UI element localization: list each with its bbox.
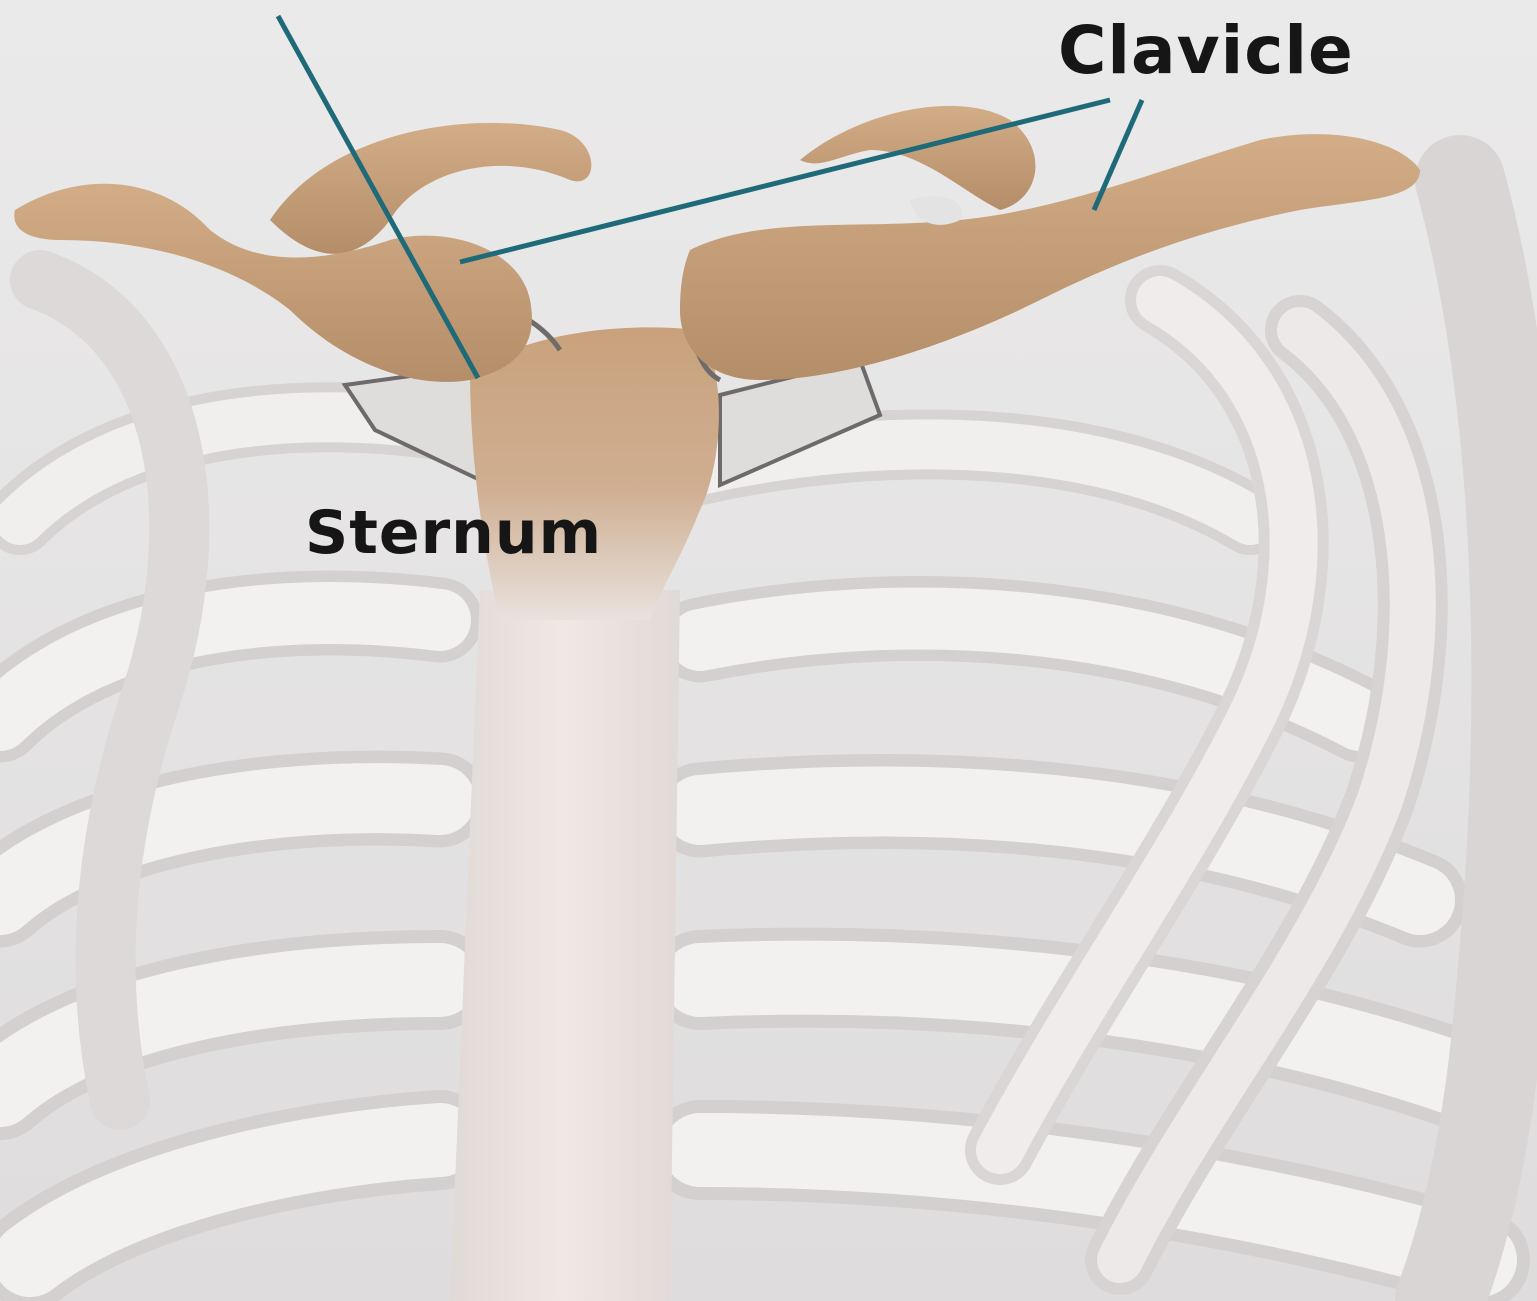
sternum-body [450,590,680,1301]
clavicle-label: Clavicle [1058,12,1354,89]
sternum-label: Sternum [305,498,602,568]
